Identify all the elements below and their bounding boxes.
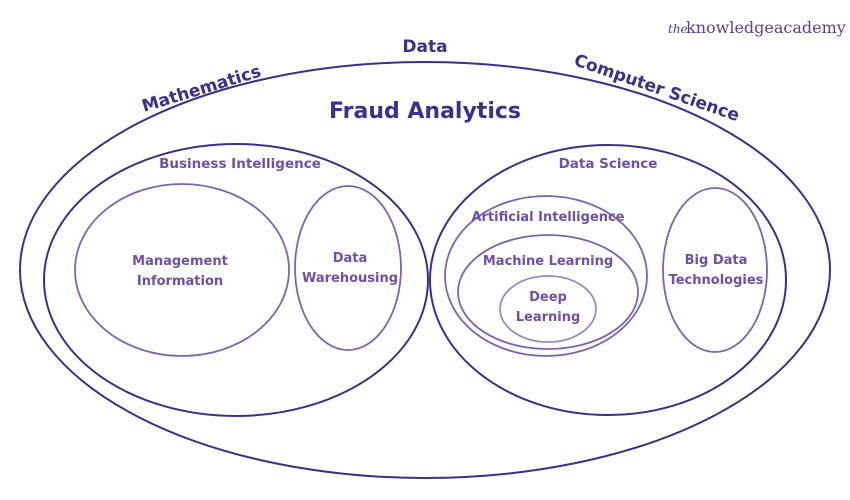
fraud-analytics-title: Fraud Analytics <box>329 99 521 124</box>
data-science-label: Data Science <box>559 156 658 172</box>
big-data-ellipse <box>662 187 768 353</box>
big-data-label: Big Data <box>685 253 748 268</box>
data-warehousing-ellipse <box>294 185 402 351</box>
logo-name: knowledgeacademy <box>686 18 846 37</box>
artificial-intelligence-label: Artificial Intelligence <box>471 210 624 225</box>
computer-science-label: Computer Science <box>571 51 742 126</box>
management-information-ellipse <box>74 183 290 357</box>
data-wh-label: Data <box>333 251 368 266</box>
data-label: Data <box>402 37 447 57</box>
business-intelligence-label: Business Intelligence <box>159 156 321 172</box>
data-science-ellipse <box>429 144 787 416</box>
fraud-analytics-ellipse <box>19 61 831 479</box>
artificial-intelligence-ellipse <box>444 195 648 357</box>
logo-prefix: the <box>668 22 688 36</box>
logo: the knowledgeacademy <box>668 18 846 37</box>
business-intelligence-ellipse <box>43 143 429 417</box>
machine-learning-ellipse <box>457 234 639 350</box>
deep-label: Deep <box>529 290 567 305</box>
machine-learning-label: Machine Learning <box>483 254 613 269</box>
deep-learning-ellipse <box>499 275 597 343</box>
mathematics-label: Mathematics <box>140 62 264 117</box>
warehousing-label: Warehousing <box>302 271 398 286</box>
information-label: Information <box>137 274 223 289</box>
management-label: Management <box>132 254 228 269</box>
learning-label: Learning <box>516 310 581 325</box>
technologies-label: Technologies <box>669 273 764 288</box>
